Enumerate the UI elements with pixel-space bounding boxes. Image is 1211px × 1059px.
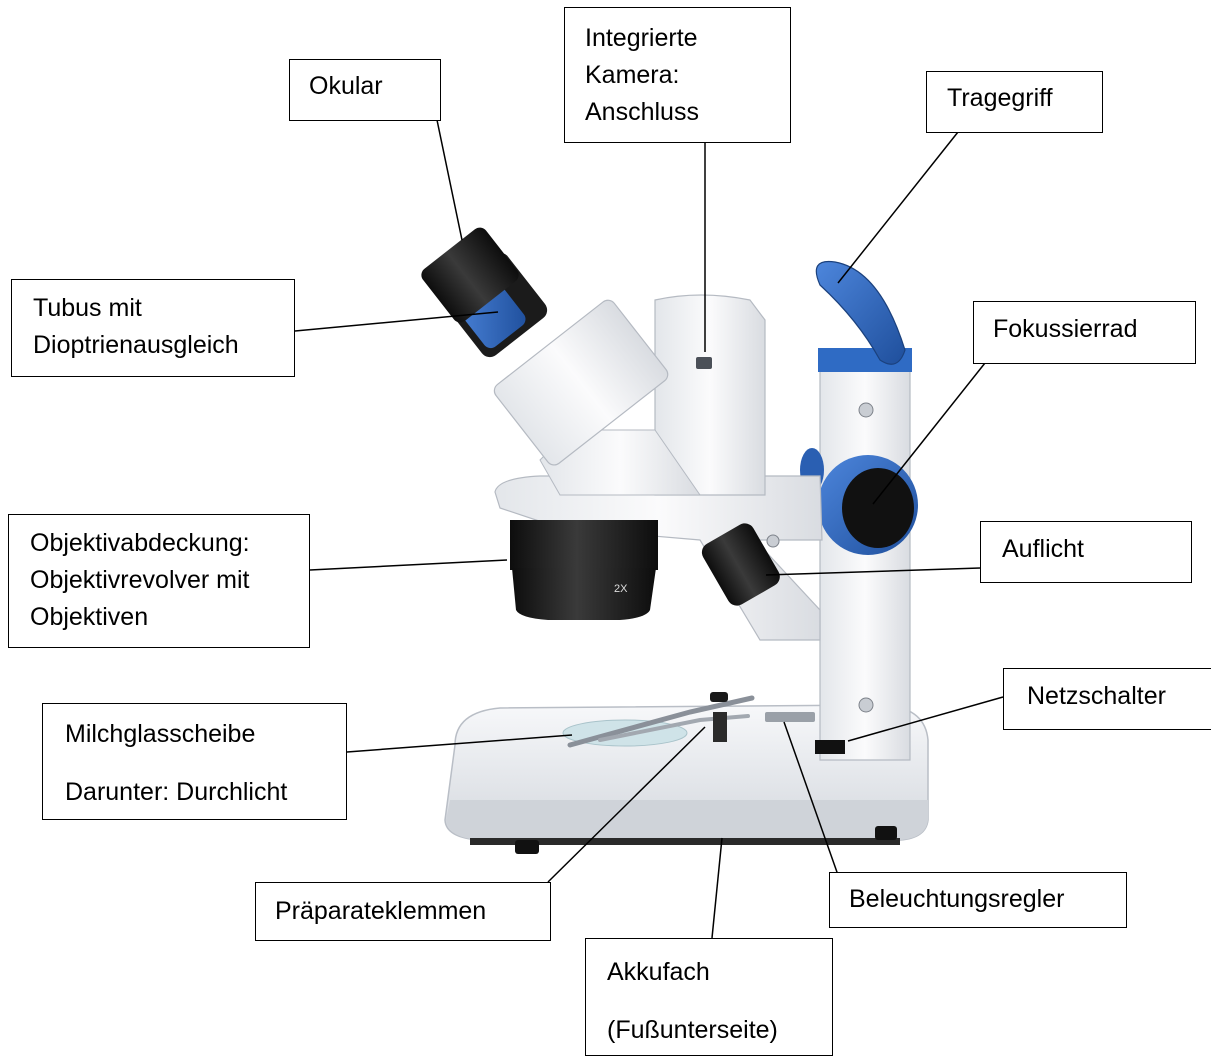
label-kamera-line: Integrierte bbox=[585, 20, 770, 57]
label-netzschalter-line: Netzschalter bbox=[1027, 678, 1188, 715]
label-tubus: Tubus mit Dioptrienausgleich bbox=[11, 279, 295, 377]
label-akkufach-line: Akkufach bbox=[607, 943, 811, 1001]
label-auflicht-line: Auflicht bbox=[1002, 531, 1170, 568]
label-auflicht: Auflicht bbox=[980, 521, 1192, 583]
leader-line-objektivabdeckung bbox=[310, 560, 507, 570]
leader-line-tragegriff bbox=[838, 132, 958, 283]
label-okular: Okular bbox=[289, 59, 441, 121]
label-tubus-line: Tubus mit bbox=[33, 290, 273, 327]
label-milchglasscheibe-line: Milchglasscheibe bbox=[65, 705, 324, 763]
label-objektivabdeckung-line: Objektiven bbox=[30, 599, 288, 636]
brightness-slider bbox=[765, 712, 815, 722]
label-kamera-line: Anschluss bbox=[585, 94, 770, 131]
usb-port bbox=[696, 357, 712, 369]
label-kamera-line: Kamera: bbox=[585, 57, 770, 94]
label-okular-line: Okular bbox=[309, 68, 421, 105]
label-integrierte-kamera: Integrierte Kamera: Anschluss bbox=[564, 7, 791, 143]
label-tragegriff: Tragegriff bbox=[926, 71, 1103, 133]
label-akkufach-line: (Fußunterseite) bbox=[607, 1001, 811, 1059]
label-netzschalter: Netzschalter bbox=[1003, 668, 1211, 730]
leader-line-okular bbox=[437, 120, 462, 240]
label-objektivabdeckung: Objektivabdeckung: Objektivrevolver mit … bbox=[8, 514, 310, 648]
label-beleuchtungsregler-line: Beleuchtungsregler bbox=[849, 881, 1107, 918]
label-tragegriff-line: Tragegriff bbox=[947, 80, 1082, 117]
label-fokussierrad: Fokussierrad bbox=[973, 301, 1196, 364]
label-milchglasscheibe: Milchglasscheibe Darunter: Durchlicht bbox=[42, 703, 347, 820]
label-fokussierrad-line: Fokussierrad bbox=[993, 311, 1176, 348]
label-milchglasscheibe-line: Darunter: Durchlicht bbox=[65, 763, 324, 821]
label-objektivabdeckung-line: Objektivabdeckung: bbox=[30, 525, 288, 562]
objective-housing: 2X bbox=[510, 520, 658, 620]
leader-line-akkufach bbox=[712, 838, 722, 938]
label-praeparateklemmen: Präparateklemmen bbox=[255, 882, 551, 941]
label-akkufach: Akkufach (Fußunterseite) bbox=[585, 938, 833, 1056]
label-tubus-line: Dioptrienausgleich bbox=[33, 327, 273, 364]
label-praeparateklemmen-line: Präparateklemmen bbox=[275, 893, 531, 930]
label-objektivabdeckung-line: Objektivrevolver mit bbox=[30, 562, 288, 599]
label-beleuchtungsregler: Beleuchtungsregler bbox=[829, 872, 1127, 928]
objective-marking: 2X bbox=[614, 583, 628, 595]
power-switch bbox=[815, 740, 845, 754]
